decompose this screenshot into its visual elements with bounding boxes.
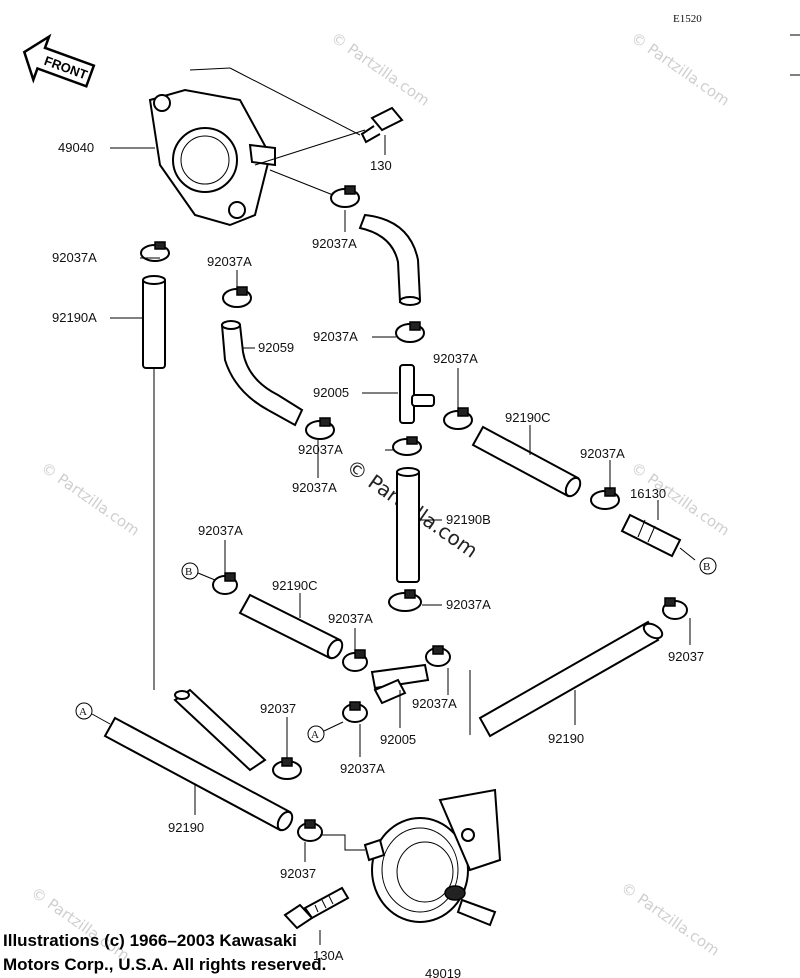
hose-92190-right (478, 620, 664, 738)
label-92059: 92059 (258, 340, 294, 355)
hose-92190C-right (471, 425, 582, 498)
label-92005-2: 92005 (380, 732, 416, 747)
watermark: © Partzilla.com (618, 879, 723, 960)
clamp-92037-right (662, 597, 688, 620)
copyright-line-1: Illustrations (c) 1966–2003 Kawasaki (3, 931, 297, 950)
hose-top-right (358, 213, 422, 306)
clamp-92037A-5 (395, 321, 425, 343)
label-92037A-4: 92037A (292, 480, 337, 495)
part-49019-fuel-pump (363, 788, 502, 927)
hose-92190C-left (238, 593, 344, 660)
label-92037A-13: 92037A (340, 761, 385, 776)
clamp-92037A-9 (388, 589, 422, 612)
clamp-92037A-10 (212, 572, 238, 595)
watermark: © Partzilla.com (628, 29, 733, 110)
label-130: 130 (370, 158, 392, 173)
watermark: © Partzilla.com (38, 459, 143, 540)
part-49040-plate (148, 67, 361, 227)
svg-text:B: B (185, 566, 192, 578)
part-92005-tjoint-lower (370, 663, 430, 728)
clamp-92037A-6 (443, 407, 473, 430)
clamp-92037A-top (330, 185, 360, 208)
label-49019: 49019 (425, 966, 461, 978)
hose-92190-left (103, 716, 294, 832)
label-92037A-11: 92037A (328, 611, 373, 626)
callout-a-left: A (75, 702, 93, 720)
hose-92059 (220, 320, 304, 427)
callout-a-mid: A (307, 725, 325, 743)
part-16130-fitting (620, 513, 696, 561)
hose-mid-diagonal (173, 688, 267, 772)
hose-92190A (142, 275, 166, 690)
label-92190-2: 92190 (168, 820, 204, 835)
label-92037A-9: 92037A (446, 597, 491, 612)
label-92037A-3: 92037A (207, 254, 252, 269)
part-92005-tjoint-upper (399, 364, 435, 424)
label-92037-2: 92037 (260, 701, 296, 716)
svg-text:B: B (703, 561, 710, 573)
callout-b-left: B (181, 562, 199, 580)
watermark: © Partzilla.com (328, 29, 433, 110)
copyright-line-2: Motors Corp., U.S.A. All rights reserved… (3, 955, 326, 974)
clamp-92037A-4 (305, 417, 335, 440)
label-49040: 49040 (58, 140, 94, 155)
clamp-92037-lower (297, 819, 323, 842)
clamp-92037A-left (140, 241, 170, 262)
clamp-92037A-13 (342, 701, 368, 723)
label-92037A-5: 92037A (313, 329, 358, 344)
label-92005-1: 92005 (313, 385, 349, 400)
clamp-92037A-7 (392, 436, 422, 456)
svg-text:A: A (311, 729, 319, 741)
clamp-92037-mid (272, 757, 302, 780)
part-130A-bolt (283, 886, 350, 930)
label-92037A-8: 92037A (580, 446, 625, 461)
part-130-bolt (254, 106, 404, 166)
label-92037A-10: 92037A (198, 523, 243, 538)
label-92037A-12: 92037A (412, 696, 457, 711)
clamp-92037A-11 (342, 649, 368, 672)
diagram-code: E1520 (673, 13, 702, 25)
label-92190C-1: 92190C (505, 410, 551, 425)
clamp-92037A-12 (425, 645, 451, 667)
svg-text:A: A (79, 706, 87, 718)
clamp-92037A-mid (222, 286, 252, 308)
label-92037A-1: 92037A (312, 236, 357, 251)
hose-92190B (396, 467, 420, 583)
clamp-92037A-8 (590, 487, 620, 510)
label-92190C-2: 92190C (272, 578, 318, 593)
label-92037A-6: 92037A (433, 351, 478, 366)
callout-b-right: B (699, 557, 717, 575)
front-arrow-icon: FRONT (22, 33, 96, 88)
label-92037A-7: 92037A (298, 442, 343, 457)
label-92037-3: 92037 (280, 866, 316, 881)
label-130A: 130A (313, 948, 344, 963)
label-92190A: 92190A (52, 310, 97, 325)
label-92190-1: 92190 (548, 731, 584, 746)
label-16130: 16130 (630, 486, 666, 501)
label-92037-1: 92037 (668, 649, 704, 664)
label-92037A-2: 92037A (52, 250, 97, 265)
label-92190B: 92190B (446, 512, 491, 527)
